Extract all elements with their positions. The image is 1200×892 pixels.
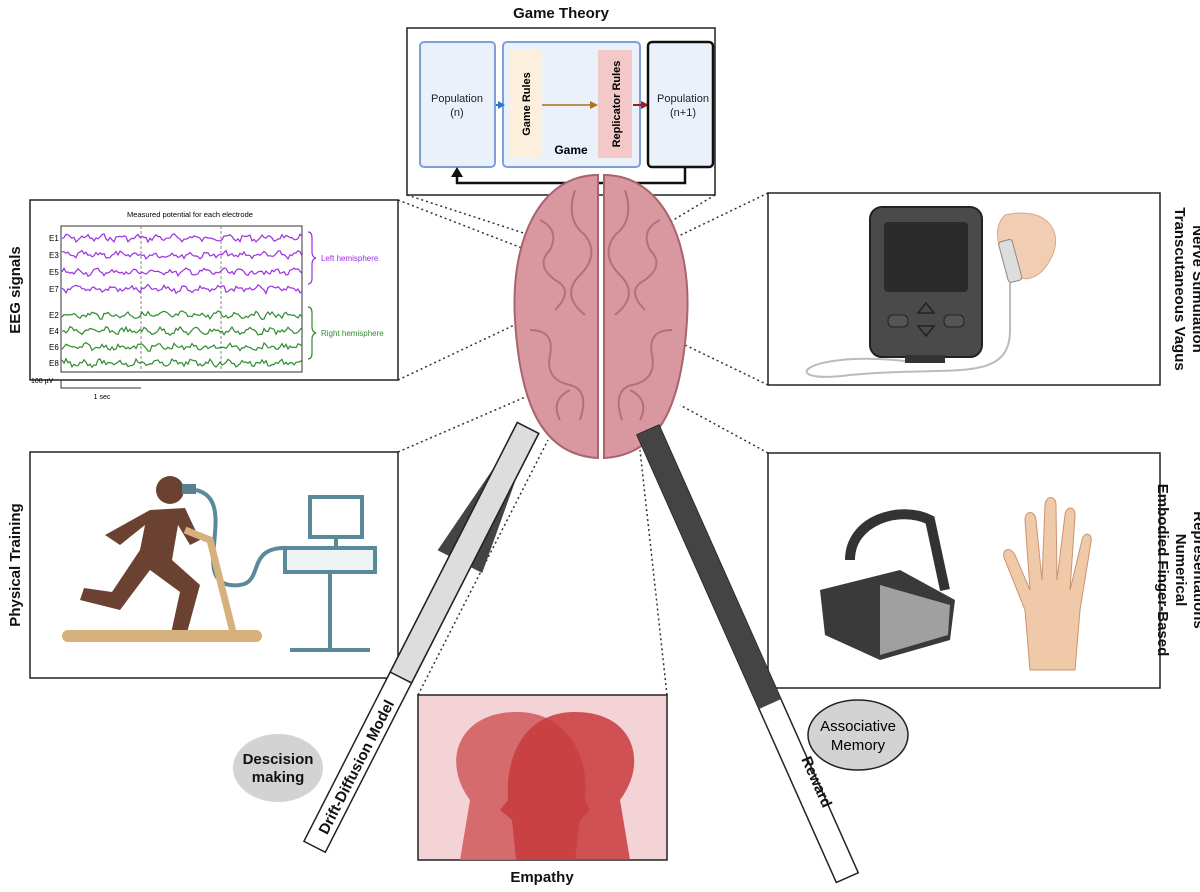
eeg-trace [61, 283, 303, 295]
svg-text:making: making [252, 769, 305, 786]
svg-text:Memory: Memory [831, 737, 886, 754]
vr-headset-icon [820, 509, 955, 660]
svg-text:(n+1): (n+1) [670, 107, 696, 119]
svg-text:100 µV: 100 µV [31, 378, 54, 385]
treadmill-icon [62, 526, 262, 642]
population-n-box [419, 41, 496, 168]
electrode-label: E6 [49, 343, 59, 352]
electrode-label: E2 [49, 311, 59, 320]
decision-making-bubble: Descision making [233, 734, 323, 802]
svg-text:Empathy: Empathy [510, 869, 574, 886]
eeg-trace [61, 341, 303, 352]
svg-text:Representations: Representations [1190, 511, 1200, 629]
electrode-label: E1 [49, 234, 59, 243]
svg-text:Population: Population [657, 93, 709, 105]
svg-text:Transcutaneous Vagus: Transcutaneous Vagus [1171, 207, 1188, 370]
stimulator-device-icon [869, 206, 983, 363]
electrode-label: E8 [49, 359, 59, 368]
svg-text:Game Rules: Game Rules [521, 72, 533, 136]
game-theory-title: Game Theory [513, 5, 610, 22]
svg-text:Physical Training: Physical Training [7, 503, 24, 626]
scale-bar [60, 380, 141, 389]
svg-text:Measured potential for each el: Measured potential for each electrode [127, 210, 253, 219]
eeg-trace [61, 310, 303, 321]
svg-text:1 sec: 1 sec [94, 394, 111, 401]
svg-text:Drift-Diffusion Model: Drift-Diffusion Model [316, 697, 398, 837]
svg-text:(n): (n) [450, 107, 463, 119]
svg-text:Left hemisphere: Left hemisphere [321, 254, 379, 263]
monitor-cart-icon [283, 495, 377, 652]
head-right-icon [500, 711, 635, 860]
svg-text:Right hemisphere: Right hemisphere [321, 329, 384, 338]
svg-text:Associative: Associative [820, 718, 896, 735]
electrode-label: E4 [49, 327, 59, 336]
svg-text:Numerical: Numerical [1172, 534, 1189, 607]
eeg-trace [61, 267, 303, 278]
hand-icon [1003, 497, 1092, 671]
brain-icon [513, 173, 689, 460]
runner-icon [80, 476, 200, 640]
svg-text:Population: Population [431, 93, 483, 105]
ear-electrode-icon [996, 212, 1057, 283]
game-theory-panel: Game Theory Population (n) Game Rules Re… [406, 5, 716, 196]
eeg-trace [61, 233, 303, 244]
reward-strip: Reward [636, 424, 860, 884]
svg-text:Nerve Stimulation: Nerve Stimulation [1189, 225, 1200, 353]
svg-text:Game: Game [554, 143, 588, 157]
svg-text:Replicator Rules: Replicator Rules [611, 61, 623, 148]
tvns-panel: Transcutaneous Vagus Nerve Stimulation [767, 192, 1200, 386]
electrode-label: E3 [49, 251, 59, 260]
svg-text:EEG signals: EEG signals [7, 246, 24, 334]
svg-text:Descision: Descision [243, 751, 314, 768]
connector-lines [397, 192, 769, 696]
electrode-label: E7 [49, 285, 59, 294]
eeg-trace [61, 357, 303, 369]
game-rules-box [510, 50, 542, 158]
eeg-trace [61, 325, 303, 337]
embodied-panel: Embodied Finger-Based Numerical Represen… [767, 452, 1200, 689]
electrode-label: E5 [49, 268, 59, 277]
associative-memory-bubble: Associative Memory [807, 699, 909, 771]
physical-training-panel: Physical Training [7, 451, 399, 679]
svg-text:Embodied Finger-Based: Embodied Finger-Based [1154, 484, 1171, 657]
eeg-trace [61, 249, 303, 261]
empathy-panel: Empathy [417, 694, 668, 886]
replicator-rules-box [598, 50, 632, 158]
eeg-panel: EEG signals Measured potential for each … [7, 199, 399, 401]
population-n1-box [646, 40, 715, 169]
